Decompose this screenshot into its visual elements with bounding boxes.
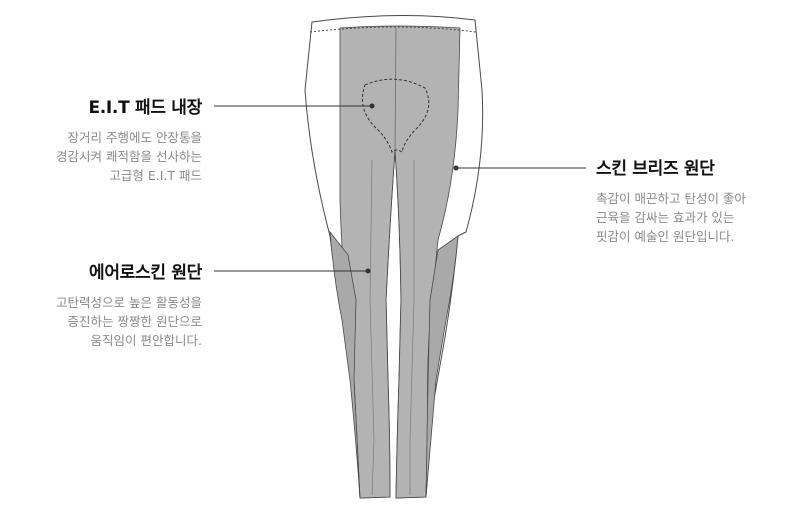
callout-skin-breeze: 스킨 브리즈 원단 촉감이 매끈하고 탄성이 좋아 근육을 감싸는 효과가 있는… xyxy=(596,154,796,246)
waistband-stitch xyxy=(309,26,477,33)
callout-aero-desc-line: 움직임이 편안합니다. xyxy=(90,333,202,348)
callout-eit-pad: E.I.T 패드 내장 장거리 주행에도 안장통을 경감시켜 쾌적함을 선사하는… xyxy=(20,93,202,185)
callout-eit-desc-line: 경감시켜 쾌적함을 선사하는 xyxy=(56,149,202,164)
callout-aero-desc-line: 고탄력성으로 높은 활동성을 xyxy=(56,295,202,310)
fabric-calf-right xyxy=(425,235,459,498)
callout-skin-title: 스킨 브리즈 원단 xyxy=(596,159,715,179)
callout-skin-desc-line: 촉감이 매끈하고 탄성이 좋아 xyxy=(596,191,746,206)
callout-eit-desc-line: 고급형 E.I.T 패드 xyxy=(109,168,202,183)
callout-eit-desc: 장거리 주행에도 안장통을 경감시켜 쾌적함을 선사하는 고급형 E.I.T 패… xyxy=(20,128,202,185)
callout-aero-desc-line: 증진하는 짱짱한 원단으로 xyxy=(67,314,202,329)
callout-skin-desc-line: 핏감이 예술인 원단입니다. xyxy=(596,229,735,244)
callout-eit-title: E.I.T 패드 내장 xyxy=(88,98,202,118)
skin-leader-dot xyxy=(453,165,459,171)
callout-aeroskin: 에어로스킨 원단 고탄력성으로 높은 활동성을 증진하는 짱짱한 원단으로 움직… xyxy=(10,258,202,350)
callout-aero-desc: 고탄력성으로 높은 활동성을 증진하는 짱짱한 원단으로 움직임이 편안합니다. xyxy=(10,293,202,350)
eit-leader-dot xyxy=(369,103,375,109)
callout-aero-title: 에어로스킨 원단 xyxy=(89,263,202,283)
eit-pad-outline xyxy=(361,78,430,154)
aero-leader-dot xyxy=(365,268,371,274)
leg-seam-left xyxy=(369,159,375,496)
callout-eit-desc-line: 장거리 주행에도 안장통을 xyxy=(67,130,202,145)
callout-skin-desc: 촉감이 매끈하고 탄성이 좋아 근육을 감싸는 효과가 있는 핏감이 예술인 원… xyxy=(596,189,796,246)
leg-seam-right xyxy=(409,160,415,495)
fabric-calf-left xyxy=(329,230,361,499)
callout-skin-desc-line: 근육을 감싸는 효과가 있는 xyxy=(596,210,735,225)
center-seam xyxy=(394,27,397,151)
